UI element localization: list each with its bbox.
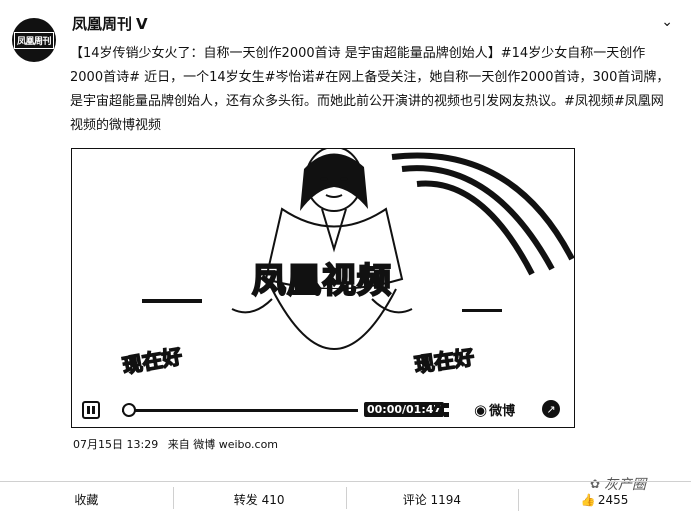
like-count: 2455 <box>597 492 629 507</box>
collect-label: 收藏 <box>74 493 99 507</box>
video-controls: 00:00/01:47 ◉ 微博 ↗ <box>72 395 574 427</box>
collect-button[interactable]: 收藏 <box>0 491 173 508</box>
verified-icon: V <box>136 14 148 33</box>
video-frame <box>142 149 574 350</box>
post-meta: 07月15日 13:29 来自 微博 weibo.com <box>73 436 284 452</box>
comment-button[interactable]: 评论 1194 <box>345 487 519 509</box>
thumbs-up-icon: 👍 <box>580 492 596 507</box>
action-bar: 收藏 转发 410 评论 1194 👍2455 <box>0 481 691 517</box>
avatar[interactable]: 凤凰周刊 <box>12 18 56 62</box>
like-button[interactable]: 👍2455 <box>518 488 691 511</box>
comment-label: 评论 1194 <box>402 493 462 507</box>
weibo-label: 微博 <box>489 404 516 419</box>
wechat-icon: ✿ <box>590 477 601 491</box>
progress-bar[interactable] <box>122 403 358 417</box>
video-player[interactable]: 凤凰视频 现在好 现在好 00:00/01:47 ◉ 微博 ↗ <box>71 148 575 428</box>
repost-button[interactable]: 转发 410 <box>172 487 346 509</box>
post-source[interactable]: 来自 微博 weibo.com <box>167 438 279 451</box>
brand-watermark: 凤凰视频 <box>251 260 392 302</box>
post-text: 【14岁传销少女火了：自称一天创作2000首诗 是宇宙超能量品牌创始人】#14岁… <box>70 46 670 133</box>
video-time: 00:00/01:47 <box>364 402 445 417</box>
repost-label: 转发 410 <box>233 493 285 507</box>
author-name[interactable]: 凤凰周刊 <box>72 15 133 33</box>
fullscreen-icon[interactable] <box>434 402 450 418</box>
post-date[interactable]: 07月15日 13:29 <box>73 438 159 451</box>
chevron-down-icon[interactable]: ⌄ <box>661 14 673 30</box>
weibo-eye-icon: ◉ <box>474 400 488 419</box>
avatar-logo-text: 凤凰周刊 <box>13 31 54 49</box>
share-icon[interactable]: ↗ <box>542 400 560 418</box>
weibo-logo: ◉ 微博 <box>474 400 516 420</box>
progress-knob[interactable] <box>122 403 137 417</box>
author-name-row[interactable]: 凤凰周刊 V <box>72 13 148 34</box>
pause-icon[interactable] <box>82 401 100 419</box>
